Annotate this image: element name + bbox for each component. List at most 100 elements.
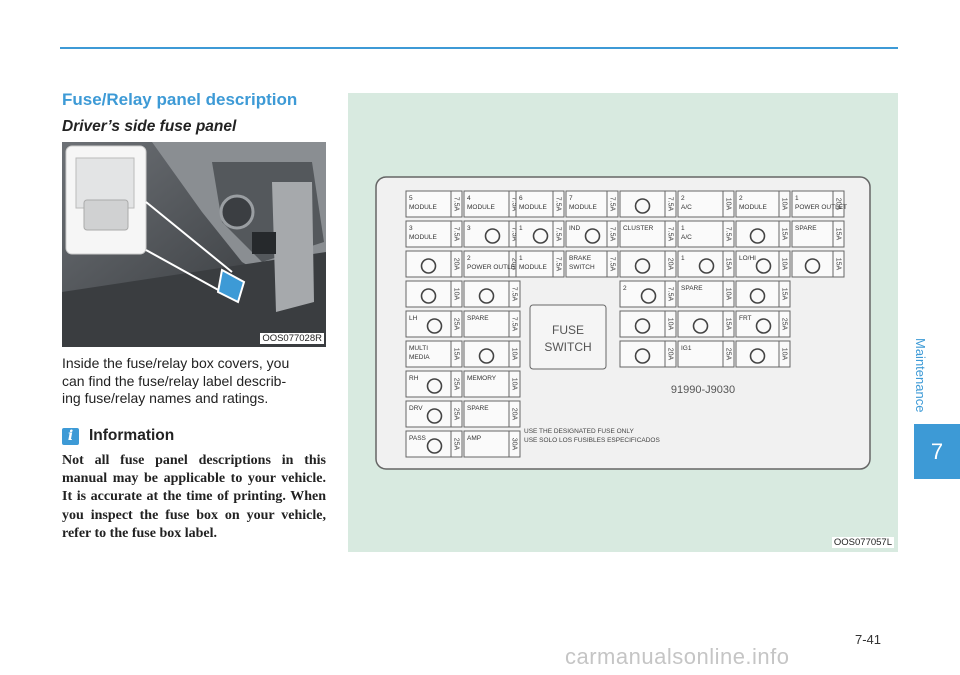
info-icon: i xyxy=(62,427,79,445)
fuse-rating: 10A xyxy=(667,318,674,331)
circular-arrow-icon xyxy=(640,288,657,304)
fuse-rating: 7.5A xyxy=(555,227,562,242)
fuse-rating: 25A xyxy=(725,348,732,361)
fuse-cell-box xyxy=(619,310,677,338)
fuse-rating: 15A xyxy=(781,228,788,241)
fuse-rating: 25A xyxy=(453,438,460,451)
fuse-cell: 10A xyxy=(463,340,521,368)
fuse-label: AMP xyxy=(467,435,481,442)
fuse-label: MULTI xyxy=(409,345,428,352)
body-paragraph: Inside the fuse/relay box covers, you ca… xyxy=(62,355,326,408)
fuse-rating: 7.5A xyxy=(511,317,518,332)
body-line: can find the fuse/relay label describ- xyxy=(62,372,287,389)
fuse-label: SWITCH xyxy=(569,264,595,271)
circular-arrow-icon xyxy=(698,258,715,274)
fuse-rating: 15A xyxy=(781,288,788,301)
fuse-switch-box xyxy=(529,304,607,370)
fuse-label: MODULE xyxy=(519,204,547,211)
wiper-icon xyxy=(749,288,766,304)
fuse-cell: 7.5A xyxy=(463,280,521,308)
fuse-label: 1 xyxy=(519,255,523,262)
fuse-cell-box xyxy=(735,190,791,218)
fuse-rating: 7.5A xyxy=(453,227,460,242)
section-subtitle: Driver’s side fuse panel xyxy=(62,118,237,135)
fuse-cell-box xyxy=(619,340,677,368)
notice-line2: USE SOLO LOS FUSIBLES ESPECIFICADOS xyxy=(524,437,660,444)
fuse-label: 2 xyxy=(681,195,685,202)
fuse-switch-line1: FUSE xyxy=(552,323,584,337)
fuse-rating: 7.5A xyxy=(667,197,674,212)
fuse-label: 1 xyxy=(681,225,685,232)
defrost-icon xyxy=(749,348,766,364)
watermark: carmanualsonline.info xyxy=(565,644,790,669)
fuse-label: 3 xyxy=(409,225,413,232)
fuse-rating: 7.5A xyxy=(511,197,518,212)
fuse-rating: 10A xyxy=(511,348,518,361)
fuse-rating: 7.5A xyxy=(511,227,518,242)
fuse-rating: 7.5A xyxy=(667,287,674,302)
fuse-rating: 10A xyxy=(725,198,732,211)
seat-icon xyxy=(426,408,443,424)
fuse-cell-box xyxy=(405,250,463,278)
fuse-cell: 20A xyxy=(619,250,677,278)
fuse-rating: 7.5A xyxy=(725,227,732,242)
info-label: Information xyxy=(89,427,175,444)
fuse-cell-box xyxy=(735,280,791,308)
fuse-cell: 15A xyxy=(791,250,845,278)
fuse-cell-box xyxy=(677,310,735,338)
fuse-rating: 7.5A xyxy=(609,257,616,272)
fuse-cell: 10A xyxy=(735,340,791,368)
fuse-label: FRT xyxy=(739,315,752,322)
fuse-rating: 15A xyxy=(725,258,732,271)
fuse-rating: 20A xyxy=(511,408,518,421)
fuse-rating: 15A xyxy=(835,258,842,271)
fuse-label: 2 xyxy=(623,285,627,292)
fuse-panel-photo xyxy=(62,142,326,347)
fuse-cell-box xyxy=(791,220,845,248)
fuse-cell-box xyxy=(463,250,521,278)
power-window-icon xyxy=(426,378,443,394)
wiper-icon xyxy=(755,258,772,274)
chapter-tab: 7 xyxy=(914,424,960,479)
fuse-rating: 7.5A xyxy=(453,197,460,212)
fuse-label: MEDIA xyxy=(409,354,430,361)
fuse-cell-box xyxy=(515,250,565,278)
fuse-cell: 15A xyxy=(735,280,791,308)
heated-seat-icon xyxy=(634,348,651,364)
room-lamp-icon xyxy=(478,288,495,304)
fog-lamp-icon xyxy=(478,348,495,364)
fuse-label: MODULE xyxy=(519,264,547,271)
fuse-label: SPARE xyxy=(467,315,489,322)
diagram-caption: OOS077057L xyxy=(831,537,894,548)
fuse-cell-box xyxy=(463,280,521,308)
fuse-cell-box xyxy=(405,340,463,368)
fuse-rating: 10A xyxy=(725,288,732,301)
fuse-cell-box xyxy=(619,220,677,248)
fuse-diagram-svg: 7.5A5MODULE7.5A3MODULE20A10A25ALH15AMULT… xyxy=(375,176,871,470)
fuse-rating: 10A xyxy=(453,288,460,301)
fuse-label: 6 xyxy=(519,195,523,202)
fuse-cell: 7.5A 3 xyxy=(463,220,521,248)
fuse-cell: 20A xyxy=(405,250,463,278)
fuse-rating: 7.5A xyxy=(555,257,562,272)
fuse-label: 3 xyxy=(467,225,471,232)
page-number: 7-41 xyxy=(855,632,882,647)
fuse-cell-box xyxy=(405,400,463,428)
fuse-rating: 15A xyxy=(725,318,732,331)
fuse-rating: 15A xyxy=(453,348,460,361)
fuse-label: SPARE xyxy=(467,405,489,412)
fuse-cell: 7.5A 2 xyxy=(619,280,677,308)
section-title: Fuse/Relay panel description xyxy=(62,90,298,109)
fuse-cell-box xyxy=(565,190,619,218)
wiper-icon xyxy=(755,318,772,334)
fuse-rating: 10A xyxy=(781,198,788,211)
part-number: 91990-J9030 xyxy=(671,384,735,396)
fuse-rating: 25A xyxy=(781,318,788,331)
fuse-cell-box xyxy=(735,340,791,368)
